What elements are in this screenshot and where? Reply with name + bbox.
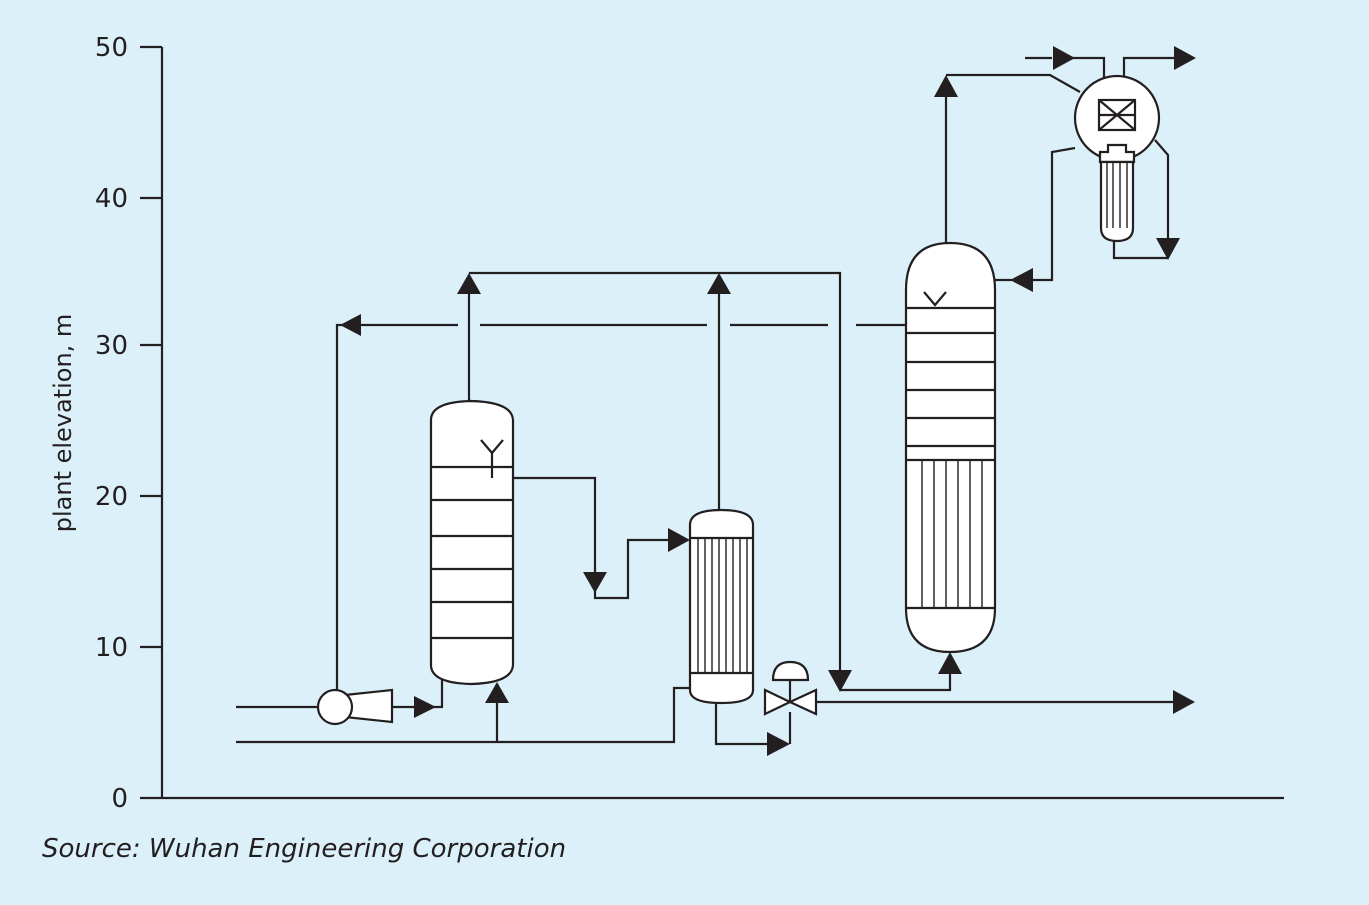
y-axis-title: plant elevation, m xyxy=(49,314,77,533)
tubular-exchanger xyxy=(688,508,755,705)
arrow-right-cooling-out xyxy=(1174,46,1196,70)
arrow-left-reflux xyxy=(1010,268,1033,292)
arrow-up-column1-bottom xyxy=(485,682,509,703)
tick-label-20: 20 xyxy=(95,482,128,512)
arrow-right-valve-inlet xyxy=(767,732,790,756)
arrow-up-column2-overhead xyxy=(934,75,958,97)
flow-arrows xyxy=(340,46,1196,756)
source-note: Source: Wuhan Engineering Corporation xyxy=(42,834,567,864)
arrow-right-pump-discharge xyxy=(414,696,436,718)
condenser xyxy=(1073,74,1161,243)
arrow-left-recycle xyxy=(340,314,361,336)
arrow-up-column1-overhead xyxy=(457,273,481,294)
arrow-right-exchanger-feed xyxy=(668,528,690,552)
tick-label-30: 30 xyxy=(95,331,128,361)
tick-label-10: 10 xyxy=(95,633,128,663)
arrow-down-condenser-outlet xyxy=(1156,238,1180,260)
column-1 xyxy=(429,399,515,686)
arrow-right-cooling-in xyxy=(1053,46,1075,70)
arrow-up-exchanger-overhead xyxy=(707,273,731,294)
arrow-up-column2-bottom xyxy=(938,652,962,674)
arrow-right-product xyxy=(1173,690,1195,714)
elevation-axis: 0 10 20 30 40 50 plant elevation, m xyxy=(49,33,1284,814)
arrow-down-liquid xyxy=(583,572,607,593)
tick-label-50: 50 xyxy=(95,33,128,63)
arrow-down-header xyxy=(828,670,852,692)
control-valve xyxy=(763,660,818,716)
tick-label-40: 40 xyxy=(95,184,128,214)
tick-label-0: 0 xyxy=(111,784,128,814)
feed-pump xyxy=(316,688,394,726)
column-2 xyxy=(904,241,997,654)
